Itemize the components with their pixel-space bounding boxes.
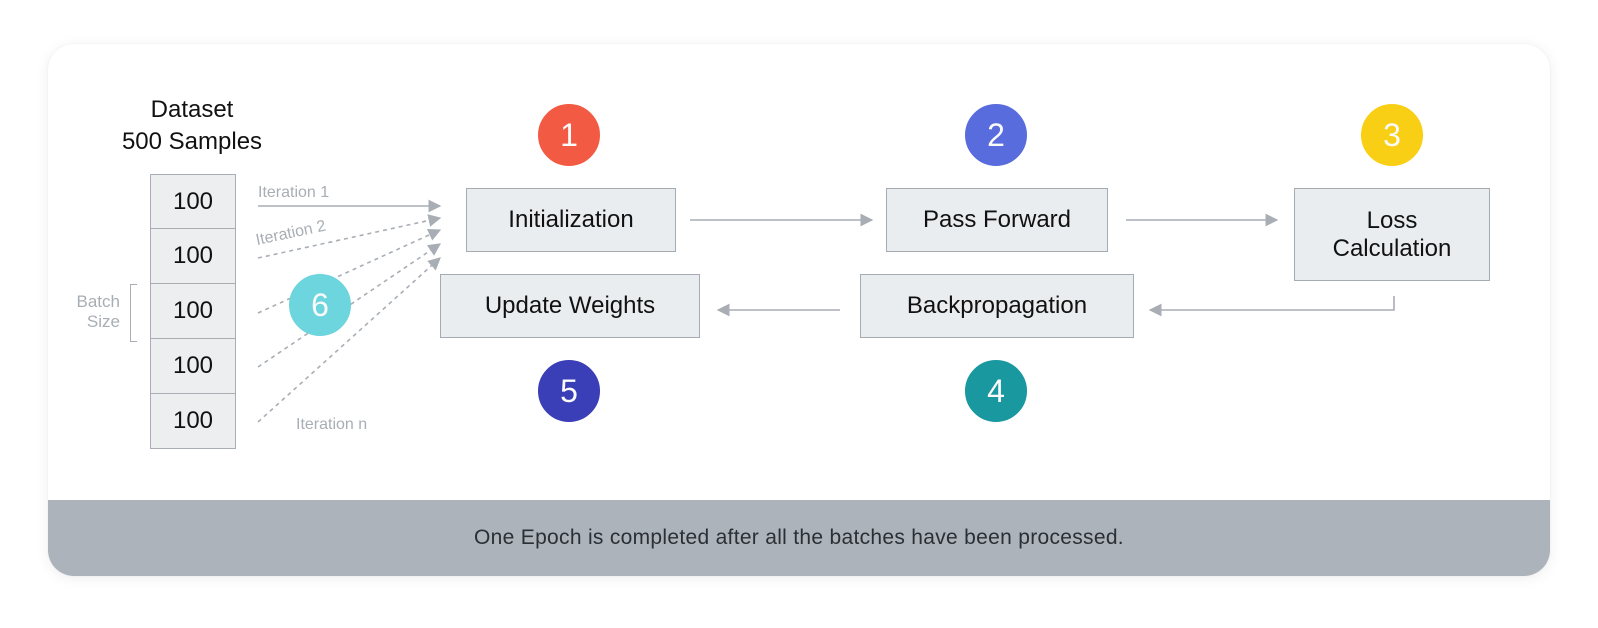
loss-calculation-box: Loss Calculation <box>1294 188 1490 281</box>
batch-stack: 100 100 100 100 100 <box>150 174 236 449</box>
batch-cell: 100 <box>150 394 236 449</box>
batch-size-line1: Batch <box>76 292 120 311</box>
batch-cell: 100 <box>150 339 236 394</box>
iteration-n-arrow <box>257 257 441 423</box>
batch-size-line2: Size <box>86 312 120 331</box>
batch-cell: 100 <box>150 284 236 339</box>
iteration-n-label: Iteration n <box>296 416 368 433</box>
pass-forward-box: Pass Forward <box>886 188 1108 252</box>
batch-size-bracket <box>130 284 137 342</box>
iteration-2-arrow <box>257 214 442 259</box>
step-5-badge: 5 <box>538 360 600 422</box>
iteration-1-label: Iteration 1 <box>258 184 330 201</box>
backpropagation-box: Backpropagation <box>860 274 1134 338</box>
dataset-title-line2: 500 Samples <box>121 128 263 155</box>
footer-banner: One Epoch is completed after all the bat… <box>48 500 1550 576</box>
update-weights-box: Update Weights <box>440 274 700 338</box>
initialization-box: Initialization <box>466 188 676 252</box>
step-4-badge: 4 <box>965 360 1027 422</box>
step-2-badge: 2 <box>965 104 1027 166</box>
footer-text: One Epoch is completed after all the bat… <box>474 526 1124 549</box>
loss-calculation-line2: Calculation <box>1332 234 1452 262</box>
step-6-badge: 6 <box>289 274 351 336</box>
batch-size-label: Batch Size <box>56 292 120 332</box>
batch-cell: 100 <box>150 174 236 229</box>
iteration-3-arrow <box>257 228 442 314</box>
dataset-title: Dataset 500 Samples <box>92 94 292 158</box>
step-1-badge: 1 <box>538 104 600 166</box>
loss-calculation-line1: Loss <box>1366 206 1418 234</box>
arrow-loss-to-backprop <box>1148 296 1395 317</box>
dataset-title-line1: Dataset <box>150 96 234 123</box>
batch-cell: 100 <box>150 229 236 284</box>
step-3-badge: 3 <box>1361 104 1423 166</box>
